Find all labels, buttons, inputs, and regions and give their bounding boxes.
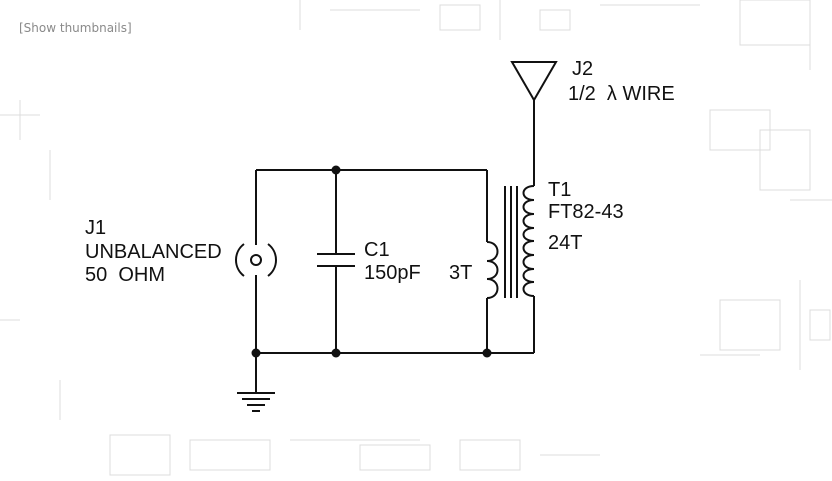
j2-antenna-icon xyxy=(510,61,558,102)
t1-secondary-coil-icon xyxy=(522,185,535,297)
t1-secondary-turns-label: 24T xyxy=(548,232,582,254)
show-thumbnails-link[interactable]: [Show thumbnails] xyxy=(19,21,132,35)
junction-dots xyxy=(251,165,492,358)
j1-type-label: UNBALANCED xyxy=(85,241,222,263)
t1-core-icon xyxy=(504,186,518,298)
wires xyxy=(255,100,535,393)
t1-primary-coil-icon xyxy=(486,241,499,299)
j2-desc-label: 1/2 λ WIRE xyxy=(568,83,675,105)
c1-value-label: 150pF xyxy=(364,262,421,284)
c1-capacitor-icon xyxy=(317,253,355,267)
c1-ref-label: C1 xyxy=(364,239,390,261)
j1-ref-label: J1 xyxy=(85,217,106,239)
j1-impedance-label: 50 OHM xyxy=(85,264,165,286)
t1-part-label: FT82-43 xyxy=(548,201,624,223)
t1-ref-label: T1 xyxy=(548,179,571,201)
t1-primary-turns-label: 3T xyxy=(449,262,472,284)
j2-ref-label: J2 xyxy=(572,58,593,80)
j1-coax-connector-icon xyxy=(235,243,277,277)
ground-icon xyxy=(237,392,275,412)
